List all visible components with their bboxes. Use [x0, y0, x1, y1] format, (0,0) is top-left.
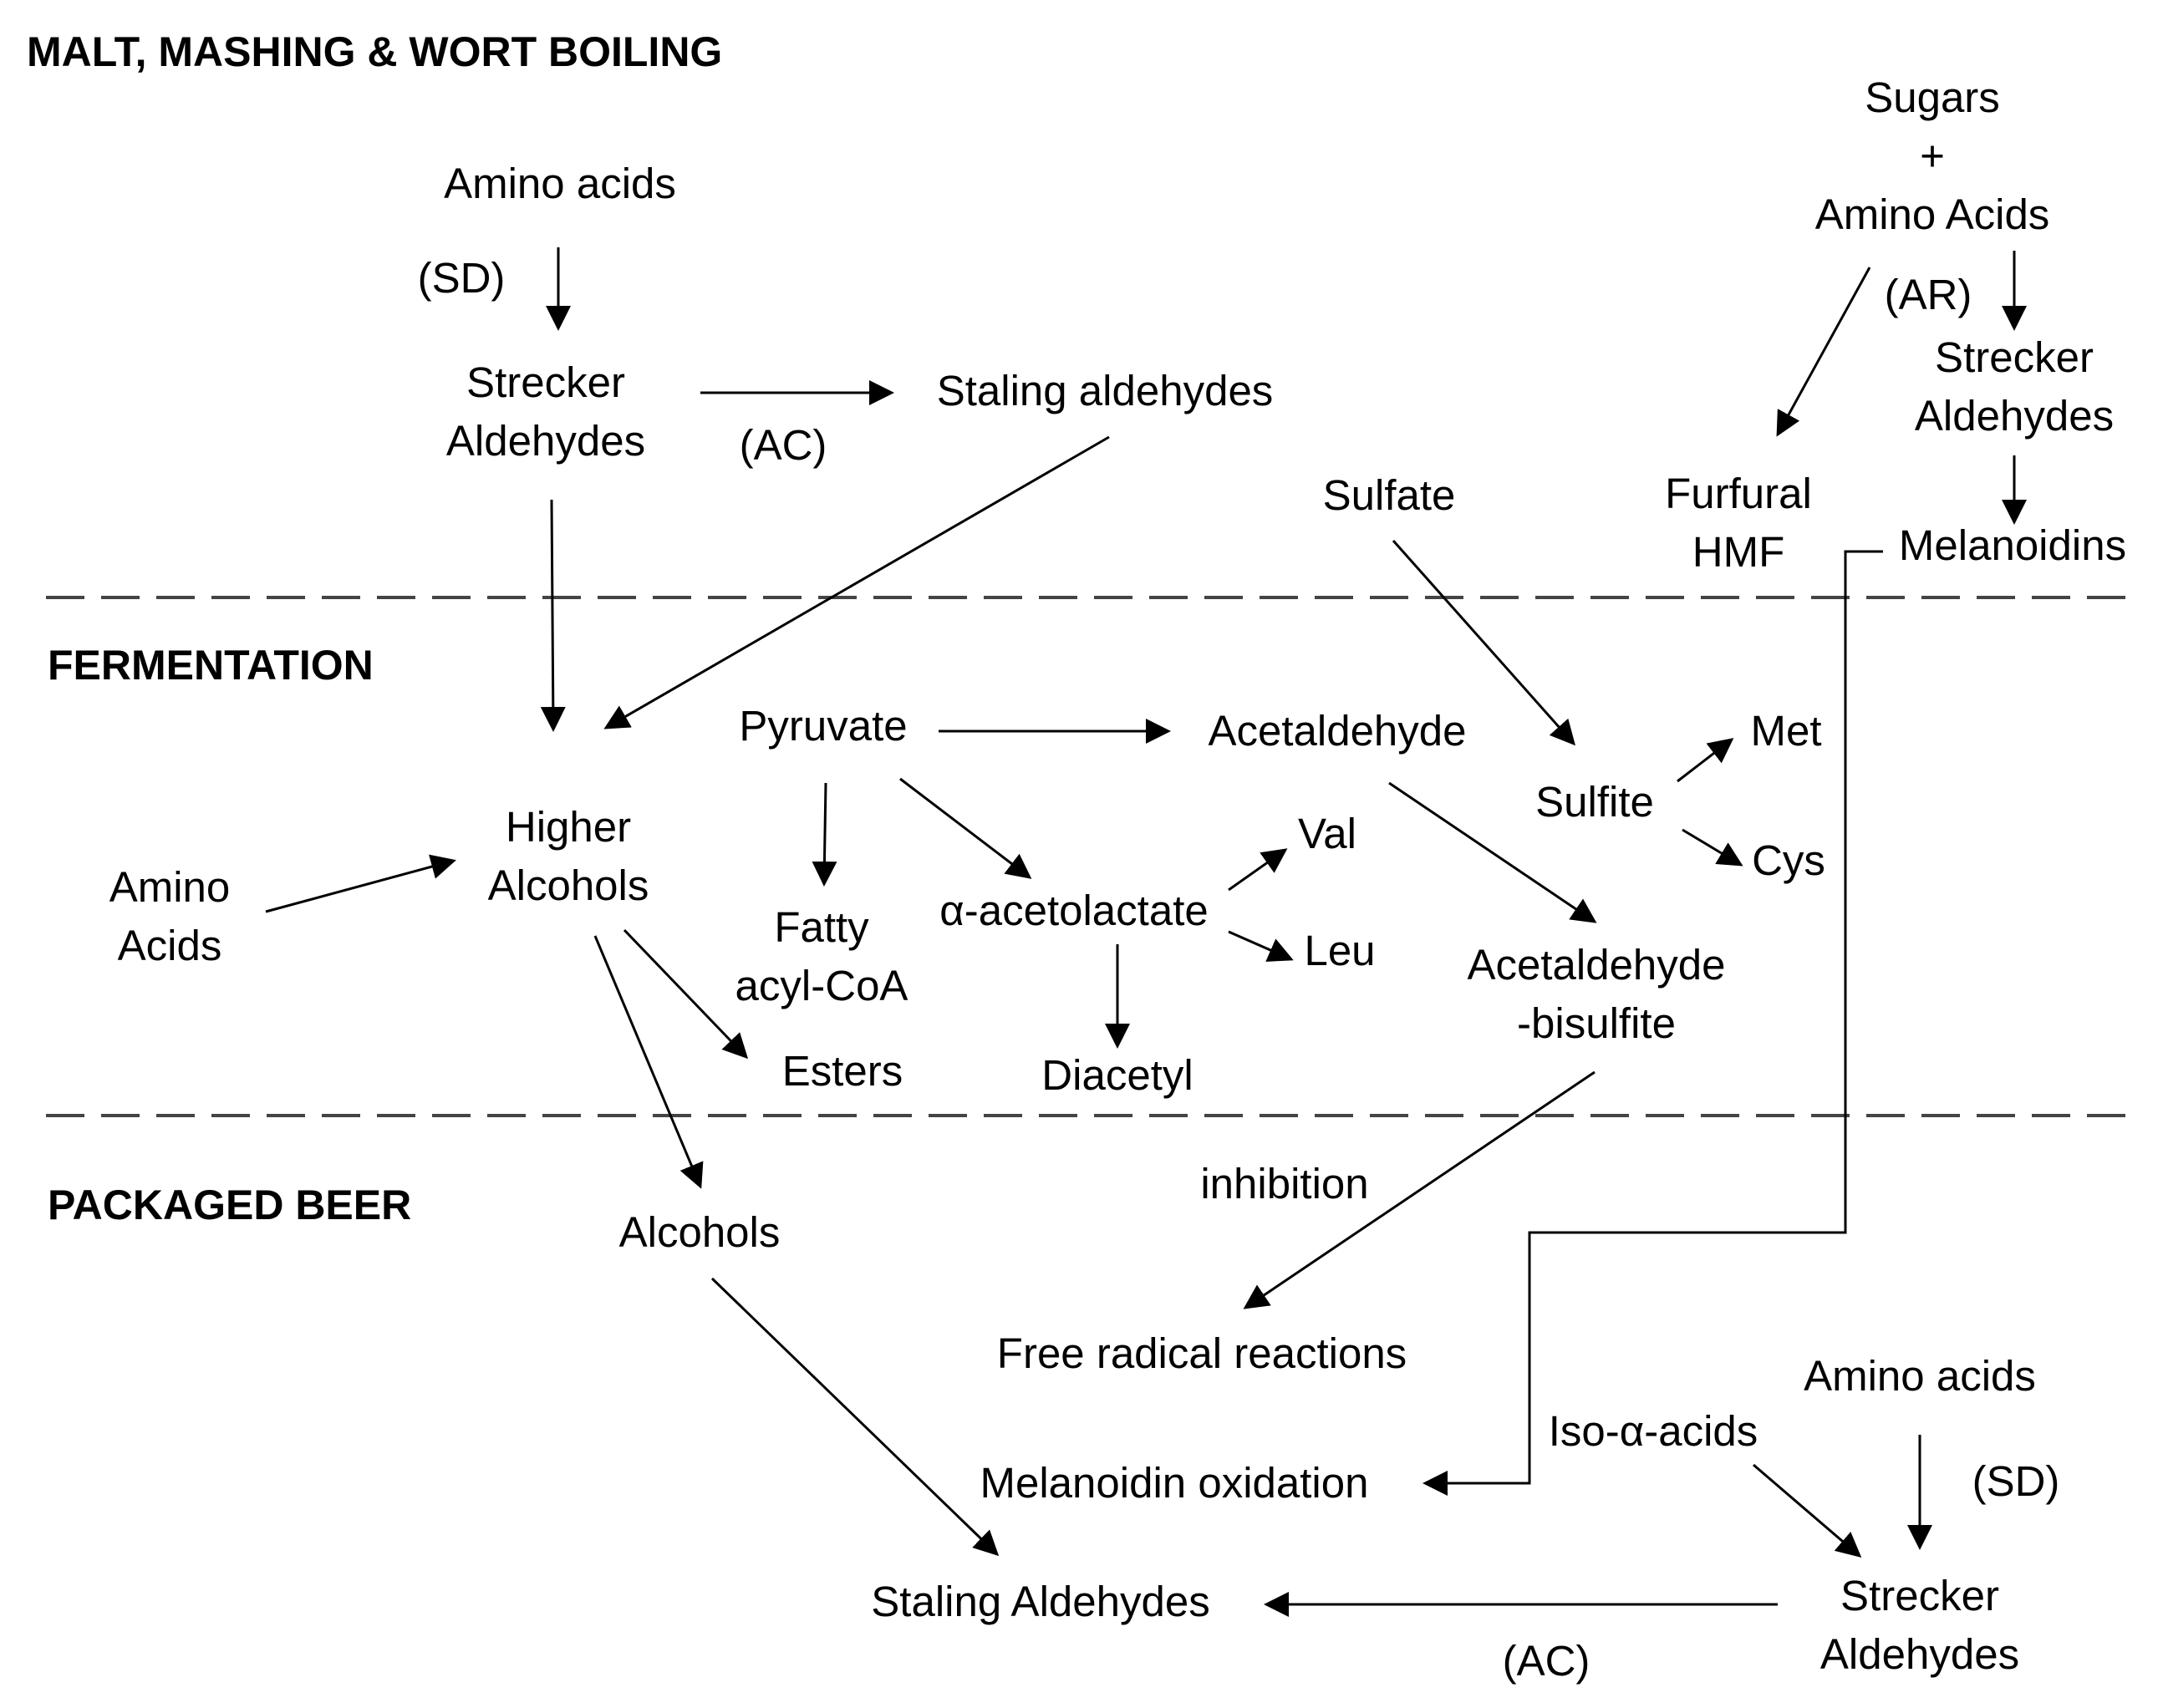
node-melanoidins: Melanoidins	[1898, 521, 2127, 569]
arrow-pyruvate-to-fatty-acyl-coa	[812, 782, 837, 887]
arrow-higher-alcohols-to-esters	[623, 928, 749, 1060]
arrow-bisulfite-to-free-radical	[1243, 1070, 1596, 1309]
node-amino-acids-bottom: Amino acids	[1804, 1352, 2036, 1400]
arrow-amino-ar-to-furfural	[1776, 267, 1871, 437]
node-staling-aldehydes-top: Staling aldehydes	[936, 367, 1274, 414]
arrow-acetaldehyde-to-bisulfite	[1388, 781, 1597, 923]
label-ar: (AR)	[1884, 271, 1972, 318]
label-ac-bottom: (AC)	[1502, 1637, 1590, 1685]
node-diacetyl: Diacetyl	[1041, 1051, 1193, 1099]
node-esters: Esters	[781, 1047, 903, 1095]
node-leu: Leu	[1304, 927, 1376, 974]
arrow-acetolactate-to-leu	[1228, 930, 1294, 962]
arrow-iso-alpha-to-strecker-bottom	[1753, 1463, 1862, 1558]
node-staling-aldehydes-bottom: Staling Aldehydes	[871, 1578, 1210, 1625]
node-melanoidin-oxidation: Melanoidin oxidation	[980, 1459, 1369, 1507]
node-val: Val	[1298, 810, 1356, 857]
arrow-pyruvate-to-acetolactate	[899, 777, 1032, 879]
node-free-radical-reactions: Free radical reactions	[996, 1329, 1407, 1377]
label-sd-bottom: (SD)	[1972, 1457, 2060, 1505]
node-pyruvate: Pyruvate	[739, 702, 908, 750]
node-acetaldehyde-bisulfite: Acetaldehyde-bisulfite	[1467, 941, 1726, 1047]
node-acetolactate: α-acetolactate	[939, 887, 1209, 934]
node-sulfite: Sulfite	[1535, 778, 1654, 826]
node-amino-acids-top: Amino acids	[444, 160, 676, 207]
label-ac-top: (AC)	[739, 421, 827, 469]
arrow-strecker-top-to-higher-alcohols	[540, 499, 566, 732]
label-sd-top: (SD)	[417, 254, 506, 302]
section-title-fermentation: FERMENTATION	[48, 642, 374, 689]
node-alcohols: Alcohols	[618, 1208, 781, 1256]
arrow-staling-top-to-higher-alcohols	[603, 435, 1110, 729]
section-title-malt: MALT, MASHING & WORT BOILING	[27, 28, 723, 75]
section-title-packaged: PACKAGED BEER	[48, 1182, 412, 1228]
arrow-higher-alcohols-to-alcohols	[593, 935, 704, 1189]
arrow-amino-left-to-higher-alcohols	[265, 854, 456, 913]
node-met: Met	[1750, 707, 1822, 755]
arrow-melanoidins-to-melanoidin-oxidation	[1422, 550, 1883, 1496]
arrow-sulfate-to-sulfite	[1392, 540, 1575, 746]
node-iso-alpha-acids: Iso-α-acids	[1548, 1407, 1758, 1455]
node-acetaldehyde: Acetaldehyde	[1208, 707, 1467, 755]
arrow-sulfite-to-cys	[1682, 828, 1743, 867]
node-sugars-amino-acids: Sugars+Amino Acids	[1814, 74, 2050, 238]
arrow-acetolactate-to-val	[1228, 848, 1288, 892]
arrow-sulfite-to-met	[1677, 738, 1734, 783]
arrow-alcohols-to-staling-bottom	[710, 1277, 1000, 1557]
node-sulfate: Sulfate	[1322, 471, 1456, 519]
node-cys: Cys	[1752, 836, 1825, 884]
label-inhibition: inhibition	[1200, 1160, 1369, 1207]
